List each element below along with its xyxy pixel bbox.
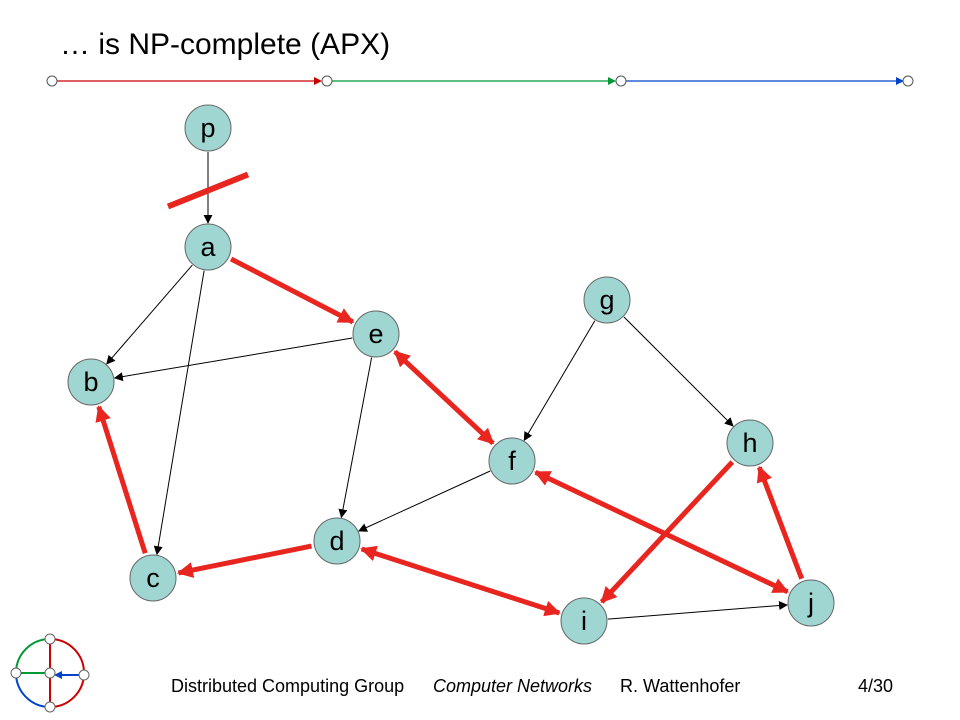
edge-d-c <box>176 543 312 578</box>
node-circle-b <box>67 358 115 406</box>
node-circle-f <box>488 437 536 485</box>
node-label-i: i <box>581 606 587 636</box>
graph-cut-markers <box>166 171 250 210</box>
logo-dot-right <box>78 669 90 681</box>
node-circle-e <box>352 310 400 358</box>
node-label-g: g <box>599 285 614 315</box>
edge-e-b <box>113 337 353 382</box>
node-label-f: f <box>508 446 516 476</box>
node-circle-c <box>129 554 177 602</box>
node-g: g <box>583 276 631 324</box>
edge-e-f <box>393 349 495 446</box>
footer-page-number: 4/30 <box>858 676 894 696</box>
graph-nodes: p a b c d e f g h i j <box>67 104 835 645</box>
logo-arrow <box>54 671 62 679</box>
node-h: h <box>726 419 774 467</box>
node-c: c <box>129 554 177 602</box>
logo-arc-blue <box>15 672 51 708</box>
edge-a-b <box>106 264 193 365</box>
node-circle-i <box>560 597 608 645</box>
node-a: a <box>184 223 232 271</box>
node-circle-d <box>313 517 361 565</box>
header-timeline-bar <box>46 75 914 87</box>
node-label-d: d <box>329 526 344 556</box>
edge-g-h <box>623 316 734 427</box>
header-bar-arrow-blue <box>896 77 904 85</box>
node-circle-a <box>184 223 232 271</box>
node-label-j: j <box>807 588 814 618</box>
footer-group-name: Distributed Computing Group <box>171 676 405 696</box>
node-label-b: b <box>83 367 98 397</box>
node-e: e <box>352 310 400 358</box>
node-j: j <box>787 579 835 627</box>
header-bar-dot-2 <box>321 75 333 87</box>
node-label-p: p <box>200 113 215 143</box>
edge-i-j <box>607 601 788 620</box>
edge-a-e <box>229 256 355 325</box>
header-bar-dot-4 <box>902 75 914 87</box>
header-bar-dot-1 <box>46 75 58 87</box>
node-b: b <box>67 358 115 406</box>
logo-dot-bottom <box>44 701 56 713</box>
footer-course-name: Computer Networks <box>433 676 593 696</box>
node-label-h: h <box>742 428 757 458</box>
edge-j-h <box>756 465 805 580</box>
node-circle-j <box>787 579 835 627</box>
node-label-c: c <box>146 563 160 593</box>
edge-a-c <box>153 270 205 556</box>
slide-title: … is NP-complete (APX) <box>60 28 391 61</box>
logo-dot-center <box>44 667 56 679</box>
edge-cut-marker <box>166 171 250 210</box>
edge-d-i <box>360 545 561 617</box>
node-p: p <box>184 104 232 152</box>
edge-e-d <box>338 357 373 519</box>
edge-g-f <box>523 320 596 442</box>
node-d: d <box>313 517 361 565</box>
header-bar-dot-3 <box>615 75 627 87</box>
edge-f-d <box>357 470 491 532</box>
footer-author: R. Wattenhofer <box>620 676 741 696</box>
node-circle-h <box>726 419 774 467</box>
node-f: f <box>488 437 536 485</box>
logo-arc-green <box>15 638 51 674</box>
node-circle-p <box>184 104 232 152</box>
header-bar-arrow-green <box>608 77 616 85</box>
graph-edges <box>95 152 805 620</box>
logo-dot-left <box>10 667 22 679</box>
logo-dot-top <box>44 633 56 645</box>
node-label-e: e <box>368 319 383 349</box>
edge-c-b <box>95 405 148 554</box>
header-bar-arrow-red <box>314 77 322 85</box>
node-label-a: a <box>200 232 216 262</box>
node-i: i <box>560 597 608 645</box>
edge-f-j <box>534 469 789 595</box>
distributed-computing-group-logo <box>10 633 90 713</box>
edge-h-i <box>599 460 735 604</box>
node-circle-g <box>583 276 631 324</box>
